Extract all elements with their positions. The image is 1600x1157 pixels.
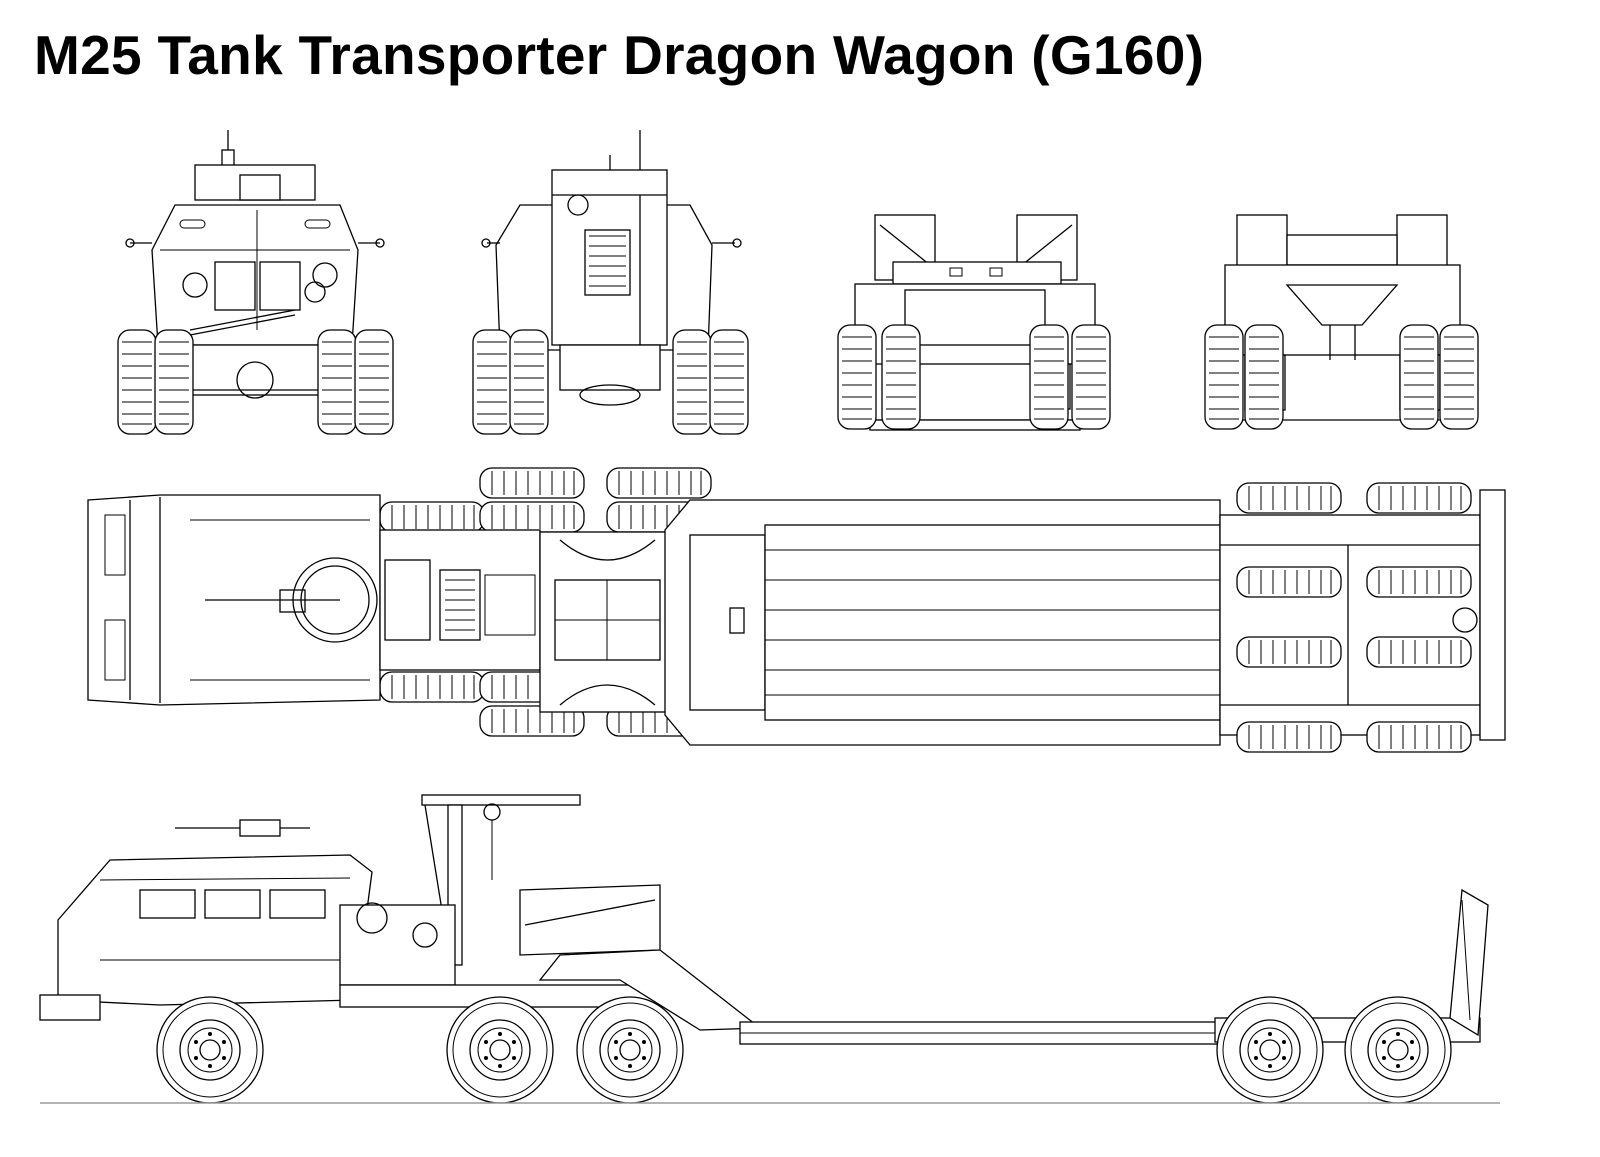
rear-view-tractor <box>472 130 749 435</box>
top-view <box>87 467 1506 753</box>
side-view <box>39 794 1500 1104</box>
page-title: M25 Tank Transporter Dragon Wagon (G160) <box>34 24 1205 86</box>
rear-view-trailer <box>1204 214 1479 430</box>
front-view <box>117 130 394 435</box>
front-view-trailer <box>837 214 1111 431</box>
